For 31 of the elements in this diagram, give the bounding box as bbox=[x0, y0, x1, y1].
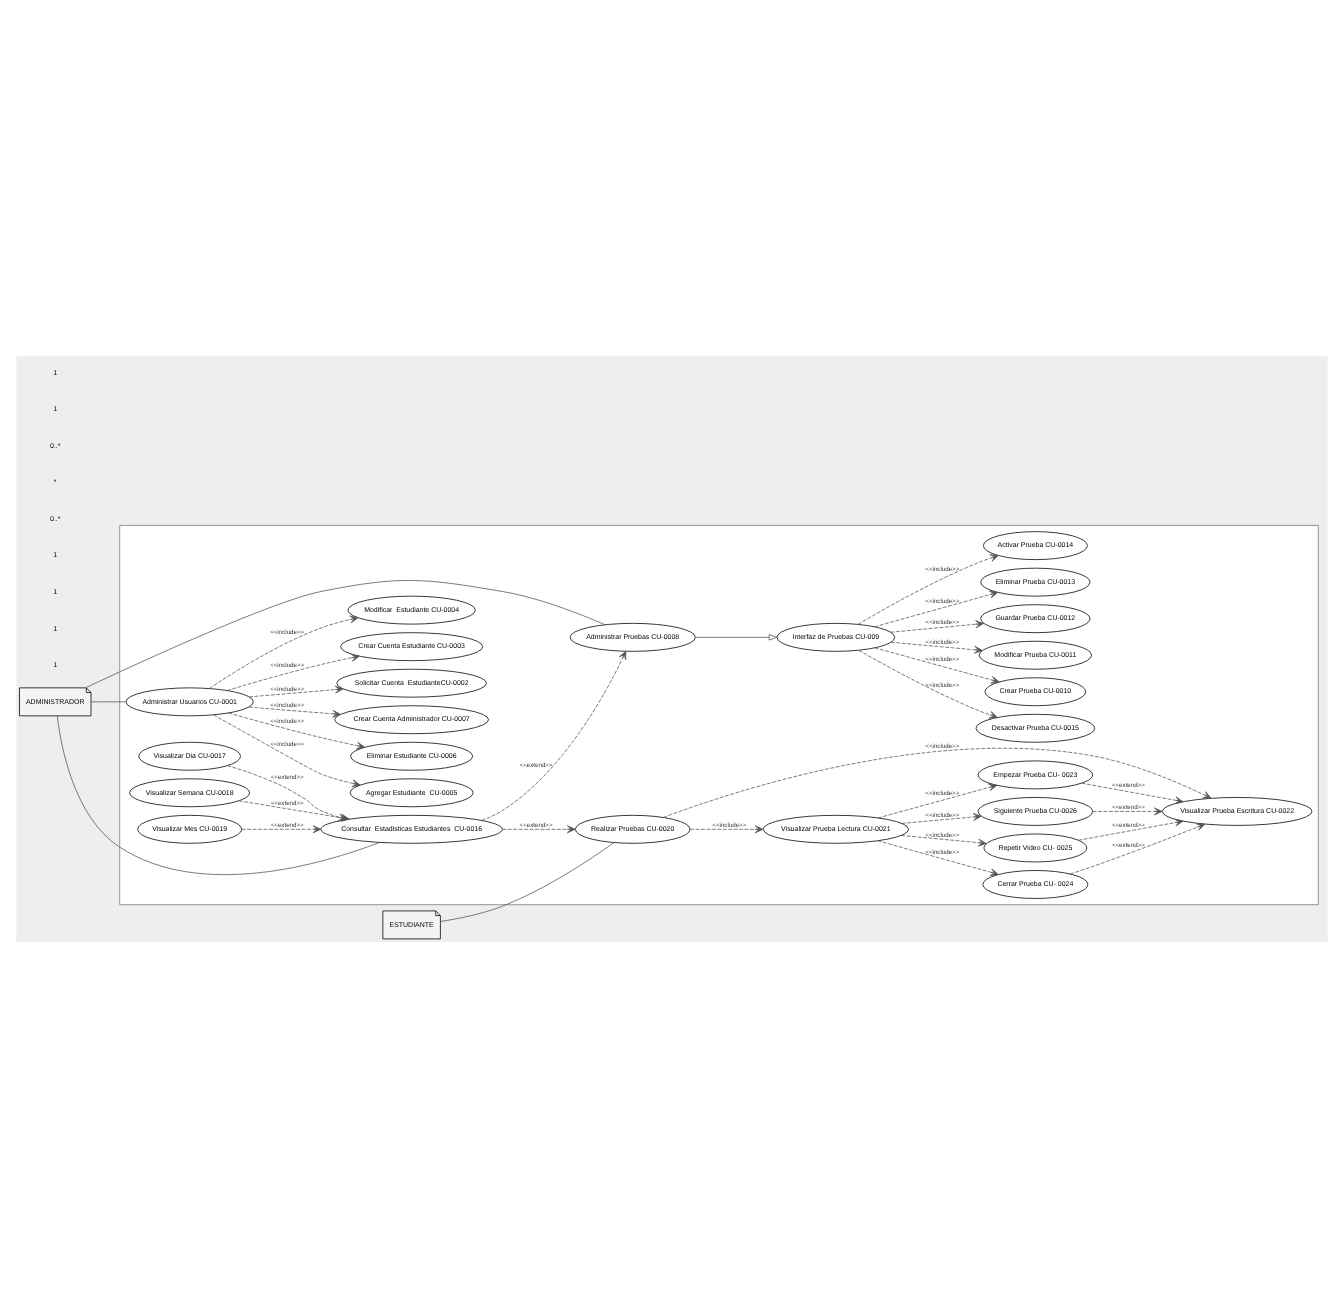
arrow bbox=[248, 705, 341, 717]
arrow bbox=[874, 589, 999, 627]
arrow bbox=[481, 649, 627, 820]
arrow bbox=[1069, 822, 1206, 874]
arrow bbox=[226, 652, 360, 690]
arrow bbox=[695, 633, 778, 640]
arrow bbox=[1092, 806, 1163, 815]
arrow bbox=[1078, 817, 1184, 840]
arrow bbox=[213, 713, 361, 787]
arrow bbox=[228, 711, 366, 749]
arrow bbox=[901, 812, 982, 823]
arrow bbox=[209, 614, 359, 688]
arrow bbox=[1081, 781, 1184, 804]
arrow bbox=[858, 648, 998, 718]
arrow bbox=[857, 553, 999, 624]
arrow bbox=[890, 619, 984, 632]
connector bbox=[56, 714, 381, 874]
connector bbox=[440, 841, 615, 921]
connector bbox=[85, 579, 606, 688]
arrow bbox=[663, 746, 1212, 817]
arrow bbox=[689, 824, 764, 833]
arrow bbox=[501, 824, 576, 833]
cluster bbox=[119, 524, 1319, 905]
arrow bbox=[874, 646, 1000, 683]
arrow bbox=[248, 684, 344, 697]
arrow bbox=[901, 834, 987, 846]
arrow bbox=[877, 782, 998, 818]
arrow bbox=[241, 824, 322, 833]
connector bbox=[90, 700, 127, 702]
arrow bbox=[890, 640, 983, 653]
arrow bbox=[877, 839, 999, 876]
